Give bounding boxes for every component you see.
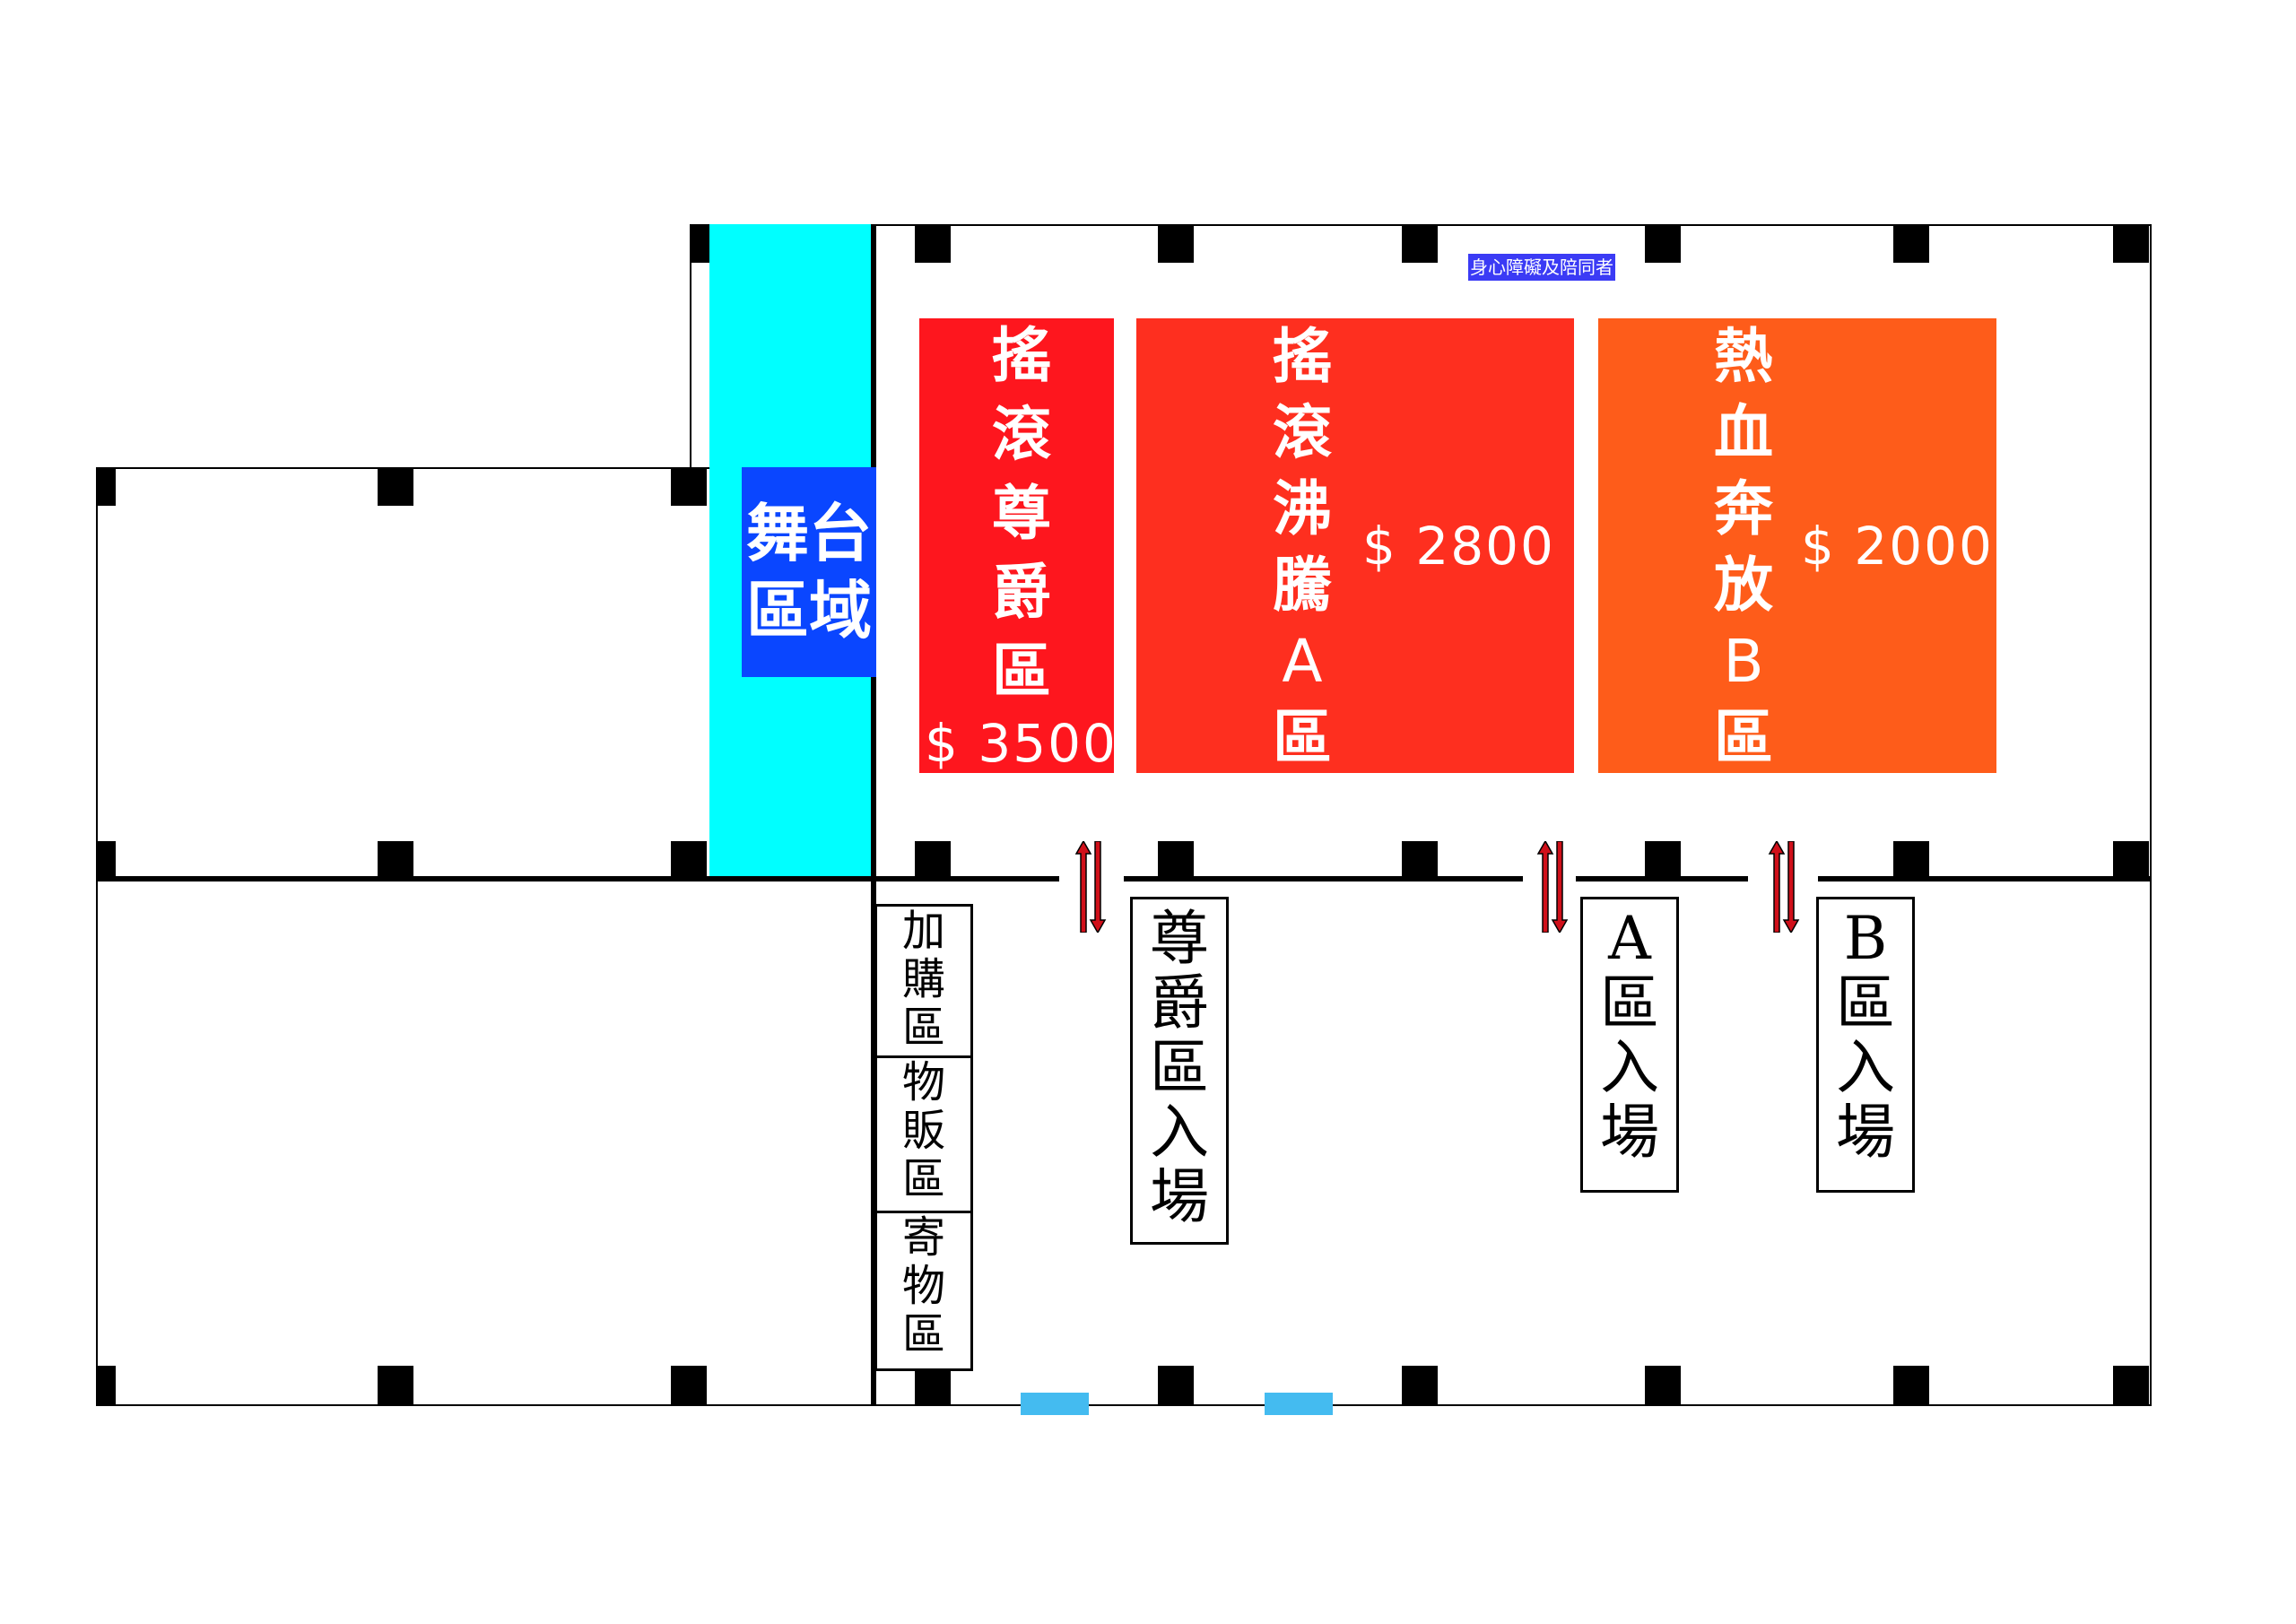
pillar (1645, 224, 1681, 263)
pillar (1893, 1366, 1929, 1404)
pillar (1158, 1366, 1194, 1404)
char: 寄 (901, 1212, 945, 1263)
zone-vip[interactable]: 搖滾尊爵區 $ 3500 (919, 318, 1116, 774)
char: 區 (1273, 703, 1332, 772)
pillar (690, 224, 709, 263)
pillar (1402, 841, 1438, 880)
char: 區 (901, 1309, 945, 1359)
char: 入 (1600, 1033, 1659, 1102)
pillar (671, 467, 707, 506)
pillar (915, 841, 951, 880)
char: 搖 (1273, 322, 1332, 391)
pillar (1645, 841, 1681, 880)
char: 入 (1836, 1033, 1895, 1102)
door (1265, 1393, 1333, 1415)
char: 物 (901, 1057, 945, 1107)
pillar (96, 467, 116, 506)
char: 場 (1836, 1098, 1895, 1167)
char: 熱 (1714, 322, 1773, 391)
char: 場 (1150, 1162, 1209, 1231)
char: 區 (1150, 1033, 1209, 1102)
entrance-b[interactable]: B 區 入 場 (1816, 897, 1915, 1193)
pillar (1158, 224, 1194, 263)
zone-vip-price: $ 3500 (925, 713, 1118, 774)
booth-add-on-purchase[interactable]: 加 購 區 (874, 904, 973, 1064)
char: 奔 (1714, 474, 1773, 543)
pillar (1158, 841, 1194, 880)
zone-b-name: 熱 血 奔 放 B 區 (1694, 318, 1793, 776)
zone-a[interactable]: 搖 滾 沸 騰 A 區 $ 2800 (1136, 318, 1574, 773)
wall-segment (1124, 876, 1523, 881)
char: 入 (1150, 1098, 1209, 1167)
char: 區 (901, 1154, 945, 1204)
zone-b-price: $ 2000 (1801, 516, 1994, 577)
pillar (671, 841, 707, 880)
char: 購 (901, 954, 945, 1004)
char: 滾 (1273, 398, 1332, 467)
char: 販 (901, 1106, 945, 1156)
pillar (378, 1366, 413, 1404)
char: 區 (1600, 968, 1659, 1038)
char: 區 (1836, 968, 1895, 1038)
pillar (2113, 1366, 2149, 1404)
char: B (1843, 904, 1888, 973)
booth-merchandise[interactable]: 物 販 區 (874, 1055, 973, 1219)
char: 尊 (1150, 904, 1209, 973)
wall-segment (1818, 876, 2152, 881)
zone-a-price: $ 2800 (1362, 516, 1555, 577)
pillar (378, 841, 413, 880)
char: 放 (1714, 551, 1773, 620)
pillar (2113, 224, 2149, 263)
char: 爵 (1150, 968, 1209, 1038)
wall-vertical (871, 224, 876, 1406)
entrance-vip[interactable]: 尊 爵 區 入 場 (1130, 897, 1229, 1245)
pillar (378, 467, 413, 506)
pillar (1402, 1366, 1438, 1404)
zone-vip-name: 搖滾尊爵區 (982, 324, 1051, 718)
char: B (1723, 627, 1764, 696)
pillar (1402, 224, 1438, 263)
pillar (671, 1366, 707, 1404)
char: 騰 (1273, 551, 1332, 620)
pillar (1893, 841, 1929, 880)
char: 區 (901, 1003, 945, 1053)
pillar (915, 1366, 951, 1404)
pillar (2113, 841, 2149, 880)
zone-a-name: 搖 滾 沸 騰 A 區 (1253, 318, 1352, 776)
pillar (1645, 1366, 1681, 1404)
char: 沸 (1273, 474, 1332, 543)
stage-label-line1: 舞台 (746, 497, 872, 570)
zone-b[interactable]: 熱 血 奔 放 B 區 $ 2000 (1598, 318, 1996, 773)
booth-cloakroom[interactable]: 寄 物 區 (874, 1211, 973, 1371)
entrance-a[interactable]: A 區 入 場 (1580, 897, 1679, 1193)
stage-label-line2: 區域 (746, 574, 872, 647)
char: A (1282, 627, 1323, 696)
pillar (1893, 224, 1929, 263)
two-way-arrow-icon (1536, 841, 1569, 933)
char: 區 (1714, 703, 1773, 772)
accessibility-zone-label: 身心障礙及陪同者區 (1468, 254, 1615, 305)
two-way-arrow-icon (1768, 841, 1800, 933)
pillar (96, 1366, 116, 1404)
char: 加 (901, 906, 945, 956)
stage-label: 舞台 區域 (742, 467, 876, 677)
char: 場 (1600, 1098, 1659, 1167)
wall-segment (874, 876, 1059, 881)
two-way-arrow-icon (1074, 841, 1107, 933)
pillar (96, 841, 116, 880)
pillar (915, 224, 951, 263)
char: 血 (1714, 398, 1773, 467)
char: 物 (901, 1261, 945, 1311)
door (1021, 1393, 1089, 1415)
char: A (1608, 904, 1651, 973)
wall-left-horizontal (96, 876, 874, 881)
